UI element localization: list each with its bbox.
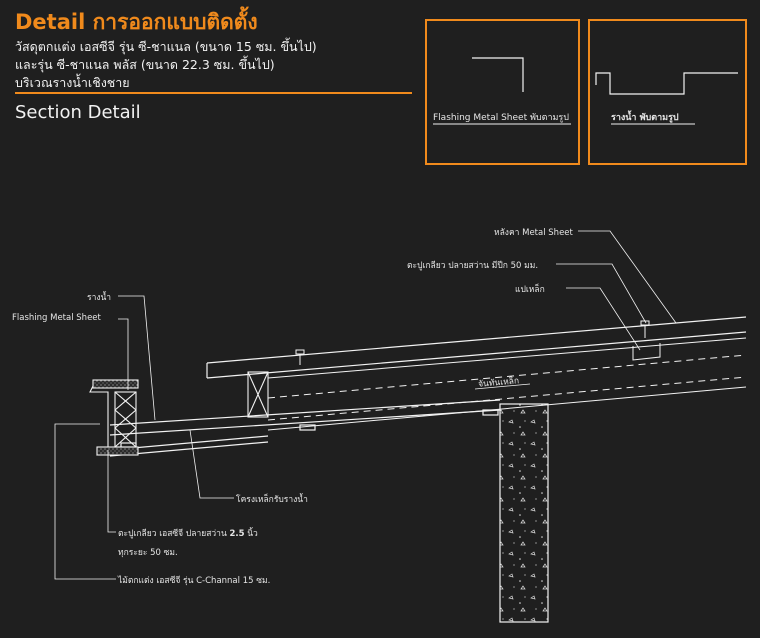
label-screw-2-spacing: ทุกระยะ 50 ซม. — [118, 548, 178, 558]
label-screw-2-unit: นิ้ว — [247, 529, 258, 539]
subtitle-material: วัสดุตกแต่ง เอสซีจี รุ่น ซี-ชาแนล (ขนาด … — [15, 39, 317, 54]
gutter-caption: รางน้ำ พับตามรูป — [611, 113, 679, 123]
label-c-channel: ไม้ตกแต่ง เอสซีจี รุ่น C-Channal 15 ซม. — [118, 576, 271, 586]
roof-screw — [295, 320, 650, 365]
label-gutter: รางน้ำ — [87, 293, 112, 303]
label-screw: ตะปูเกลียว ปลายสว่าน มีปีก 50 มม. — [407, 261, 539, 271]
label-purlin: แปเหล็ก — [515, 285, 545, 295]
gutter-shape-icon — [595, 72, 738, 95]
gutter-frame — [247, 371, 269, 418]
section-heading: Section Detail — [15, 102, 141, 123]
flashing-shape-icon — [472, 57, 524, 92]
label-gutter-frame: โครงเหล็กรับรางน้ำ — [236, 495, 308, 505]
label-screw-2: ตะปูเกลียว เอสซีจี ปลายสว่าน 2.5 นิ้ว — [118, 526, 258, 540]
c-channel-fascia — [89, 379, 139, 456]
label-roof-sheet: หลังคา Metal Sheet — [494, 228, 573, 238]
label-screw-2-text: ตะปูเกลียว เอสซีจี ปลายสว่าน — [118, 529, 227, 539]
subtitle-model: และรุ่น ซี-ชาแนล พลัส (ขนาด 22.3 ซม. ขึ้… — [15, 57, 275, 72]
purlin — [632, 343, 661, 361]
page-title: Detail การออกแบบติดตั้ง — [15, 10, 258, 34]
label-screw-2-size: 2.5 — [229, 529, 245, 539]
gutter-detail-box — [588, 19, 747, 165]
flashing-detail-box — [425, 19, 580, 165]
gutter — [109, 399, 501, 457]
subtitle-location: บริเวณรางน้ำเชิงชาย — [15, 75, 130, 90]
rafter — [267, 337, 747, 431]
leader-lines — [54, 230, 677, 580]
concrete-column — [499, 403, 549, 623]
header-divider — [15, 92, 412, 94]
label-flashing: Flashing Metal Sheet — [12, 313, 101, 323]
roof-sheet — [206, 316, 747, 379]
flashing-caption: Flashing Metal Sheet พับตามรูป — [433, 113, 569, 123]
